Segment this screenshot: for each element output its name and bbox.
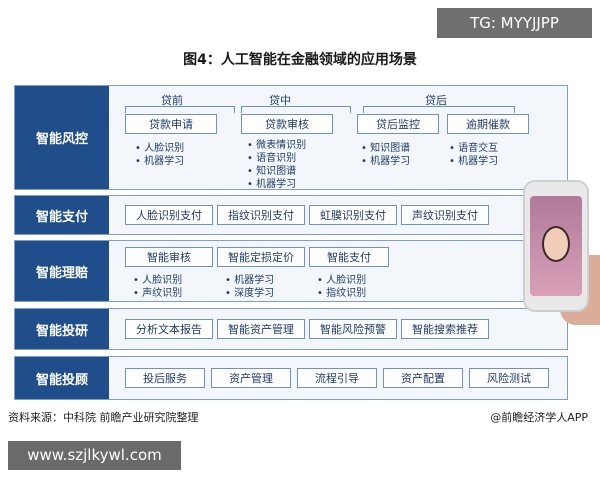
- stage-header-mid-loan: 贷中: [269, 94, 291, 107]
- box-iris-pay: 虹膜识别支付: [309, 205, 397, 225]
- box-loss-assessment: 智能定损定价: [217, 247, 305, 267]
- box-risk-warning: 智能风险预警: [309, 319, 397, 339]
- row-label-advisor: 智能投顾: [15, 357, 109, 399]
- bullet-item: • 人脸识别: [317, 275, 367, 286]
- phone-screen: [530, 196, 582, 296]
- bullet-item: • 人脸识别: [133, 275, 183, 286]
- bullet-item: • 指纹识别: [317, 288, 367, 299]
- bullet-item: • 微表情识别: [247, 140, 307, 151]
- box-face-pay: 人脸识别支付: [125, 205, 213, 225]
- box-overdue-collection: 逾期催款: [447, 114, 529, 134]
- source-note: 资料来源：中科院 前瞻产业研究院整理: [8, 411, 199, 424]
- box-asset-management: 智能资产管理: [217, 319, 305, 339]
- box-text-analysis: 分析文本报告: [125, 319, 213, 339]
- bullet-item: • 声纹识别: [133, 288, 183, 299]
- box-voiceprint-pay: 声纹识别支付: [401, 205, 489, 225]
- bullet-item: • 知识图谱: [361, 143, 411, 154]
- brand-credit: @前瞻经济学人APP: [490, 411, 588, 424]
- tg-watermark: TG: MYYJJPP: [437, 8, 592, 38]
- bullet-item: • 人脸识别: [135, 143, 185, 154]
- phone-illustration: [523, 180, 589, 312]
- box-search-recommend: 智能搜索推荐: [401, 319, 489, 339]
- row-smart-research: 智能投研 分析文本报告 智能资产管理 智能风险预警 智能搜索推荐: [14, 308, 568, 350]
- row-label-claims: 智能理赔: [15, 241, 109, 301]
- bullet-item: • 深度学习: [225, 288, 275, 299]
- bullet-item: • 语音识别: [247, 153, 297, 164]
- bracket-pre-loan: [125, 106, 235, 113]
- bullet-item: • 机器学习: [225, 275, 275, 286]
- box-fingerprint-pay: 指纹识别支付: [217, 205, 305, 225]
- bullet-item: • 机器学习: [449, 156, 499, 167]
- bullet-item: • 机器学习: [361, 156, 411, 167]
- row-robo-advisor: 智能投顾 投后服务 资产管理 流程引导 资产配置 风险测试: [14, 356, 568, 400]
- row-label-payment: 智能支付: [15, 196, 109, 234]
- row-label-research: 智能投研: [15, 309, 109, 349]
- box-post-investment: 投后服务: [125, 368, 205, 388]
- bullet-item: • 知识图谱: [247, 166, 297, 177]
- site-watermark: www.szjlkywl.com: [8, 441, 181, 470]
- row-label-risk: 智能风控: [15, 86, 109, 189]
- box-post-loan-monitoring: 贷后监控: [357, 114, 439, 134]
- bracket-post-loan: [363, 106, 515, 113]
- row-risk-control: 智能风控 贷前 贷中 贷后 贷款申请 贷款审核 贷后监控 逾期催款 • 人脸识别…: [14, 85, 568, 190]
- stage-header-post-loan: 贷后: [425, 94, 447, 107]
- box-asset-allocation: 资产配置: [383, 368, 463, 388]
- box-smart-pay-claim: 智能支付: [309, 247, 389, 267]
- row-smart-payment: 智能支付 人脸识别支付 指纹识别支付 虹膜识别支付 声纹识别支付: [14, 195, 568, 235]
- box-asset-mgmt: 资产管理: [211, 368, 291, 388]
- box-smart-review: 智能审核: [125, 247, 213, 267]
- face-icon: [542, 226, 570, 262]
- bullet-item: • 语音交互: [449, 143, 499, 154]
- row-smart-claims: 智能理赔 智能审核 智能定损定价 智能支付 • 人脸识别 • 声纹识别 • 机器…: [14, 240, 568, 302]
- box-process-guide: 流程引导: [297, 368, 377, 388]
- bracket-mid-loan: [241, 106, 351, 113]
- box-loan-application: 贷款申请: [125, 114, 217, 134]
- box-loan-review: 贷款审核: [241, 114, 333, 134]
- bullet-item: • 机器学习: [135, 156, 185, 167]
- box-risk-test: 风险测试: [469, 368, 549, 388]
- bullet-item: • 机器学习: [247, 179, 297, 190]
- stage-header-pre-loan: 贷前: [161, 94, 183, 107]
- figure-title: 图4：人工智能在金融领域的应用场景: [183, 52, 417, 68]
